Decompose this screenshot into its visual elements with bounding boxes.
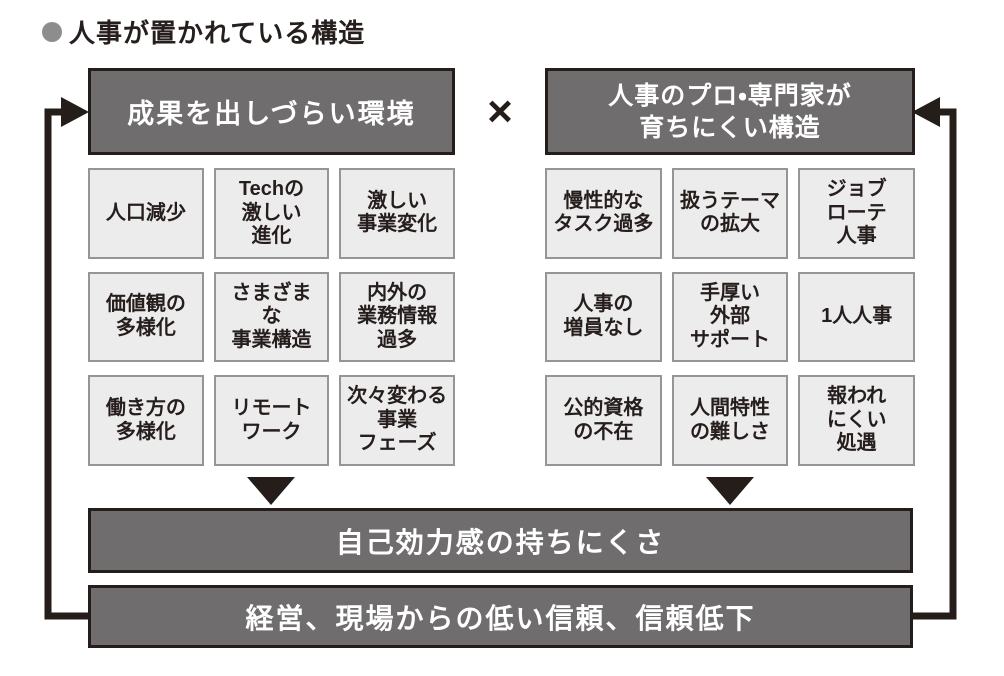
- factor-cell-diverse-values: 価値観の 多様化: [88, 271, 204, 363]
- factor-cell-chronic-task-overload: 慢性的な タスク過多: [545, 168, 662, 259]
- factor-cell-human-nature-difficulty: 人間特性 の難しさ: [671, 375, 789, 466]
- right-factor-grid: 慢性的な タスク過多 扱うテーマ の拡大 ジョブ ローテ 人事 人事の 増員なし…: [545, 168, 915, 466]
- factor-cell-no-hr-headcount: 人事の 増員なし: [545, 271, 662, 363]
- factor-cell-population-decline: 人口減少: [88, 168, 204, 259]
- outcome-self-efficacy-label: 自己効力感の持ちにくさ: [335, 526, 666, 558]
- factor-cell-no-official-qualification: 公的資格 の不在: [545, 375, 662, 466]
- factor-cell-job-rotation: ジョブ ローテ 人事: [798, 168, 915, 259]
- outcome-box-low-trust: 経営、現場からの低い信頼、信頼低下: [88, 585, 913, 648]
- left-feedback-line: [44, 108, 90, 620]
- factor-cell-business-change: 激しい 事業変化: [339, 168, 455, 259]
- right-feedback-arrowhead-icon: [912, 97, 940, 127]
- factor-cell-changing-phases: 次々変わる 事業 フェーズ: [339, 375, 455, 466]
- outcome-low-trust-label: 経営、現場からの低い信頼、信頼低下: [245, 602, 756, 634]
- diagram-title: 人事が置かれている構造: [42, 13, 365, 50]
- down-arrow-left-icon: [247, 477, 295, 505]
- factor-cell-expanding-themes: 扱うテーマ の拡大: [671, 168, 789, 259]
- factor-cell-remote-work: リモート ワーク: [213, 375, 330, 466]
- factor-cell-various-business-structures: さまざま な 事業構造: [213, 271, 330, 363]
- left-feedback-arrowhead-icon: [61, 97, 89, 127]
- right-feedback-line: [911, 108, 957, 620]
- diagram-title-text: 人事が置かれている構造: [69, 18, 366, 48]
- outcome-box-self-efficacy: 自己効力感の持ちにくさ: [88, 508, 913, 573]
- left-header-box: 成果を出しづらい環境: [88, 68, 455, 155]
- left-header-label: 成果を出しづらい環境: [127, 99, 416, 129]
- factor-cell-tech-evolution: Techの 激しい 進化: [213, 168, 330, 259]
- factor-cell-solo-hr: 1人人事: [798, 271, 915, 363]
- bullet-icon: [42, 21, 62, 42]
- factor-cell-information-overload: 内外の 業務情報 過多: [339, 271, 455, 363]
- left-factor-grid: 人口減少 Techの 激しい 進化 激しい 事業変化 価値観の 多様化 さまざま…: [88, 168, 455, 466]
- down-arrow-right-icon: [706, 477, 754, 505]
- factor-cell-unrewarding-treatment: 報われ にくい 処遇: [798, 375, 915, 466]
- factor-cell-diverse-workstyles: 働き方の 多様化: [88, 375, 204, 466]
- right-header-label: 人事のプロ・専門家が 育ちにくい構造: [608, 81, 852, 142]
- right-header-box: 人事のプロ・専門家が 育ちにくい構造: [545, 68, 915, 155]
- factor-cell-external-support: 手厚い 外部 サポート: [671, 271, 789, 363]
- multiply-symbol: ×: [487, 86, 513, 136]
